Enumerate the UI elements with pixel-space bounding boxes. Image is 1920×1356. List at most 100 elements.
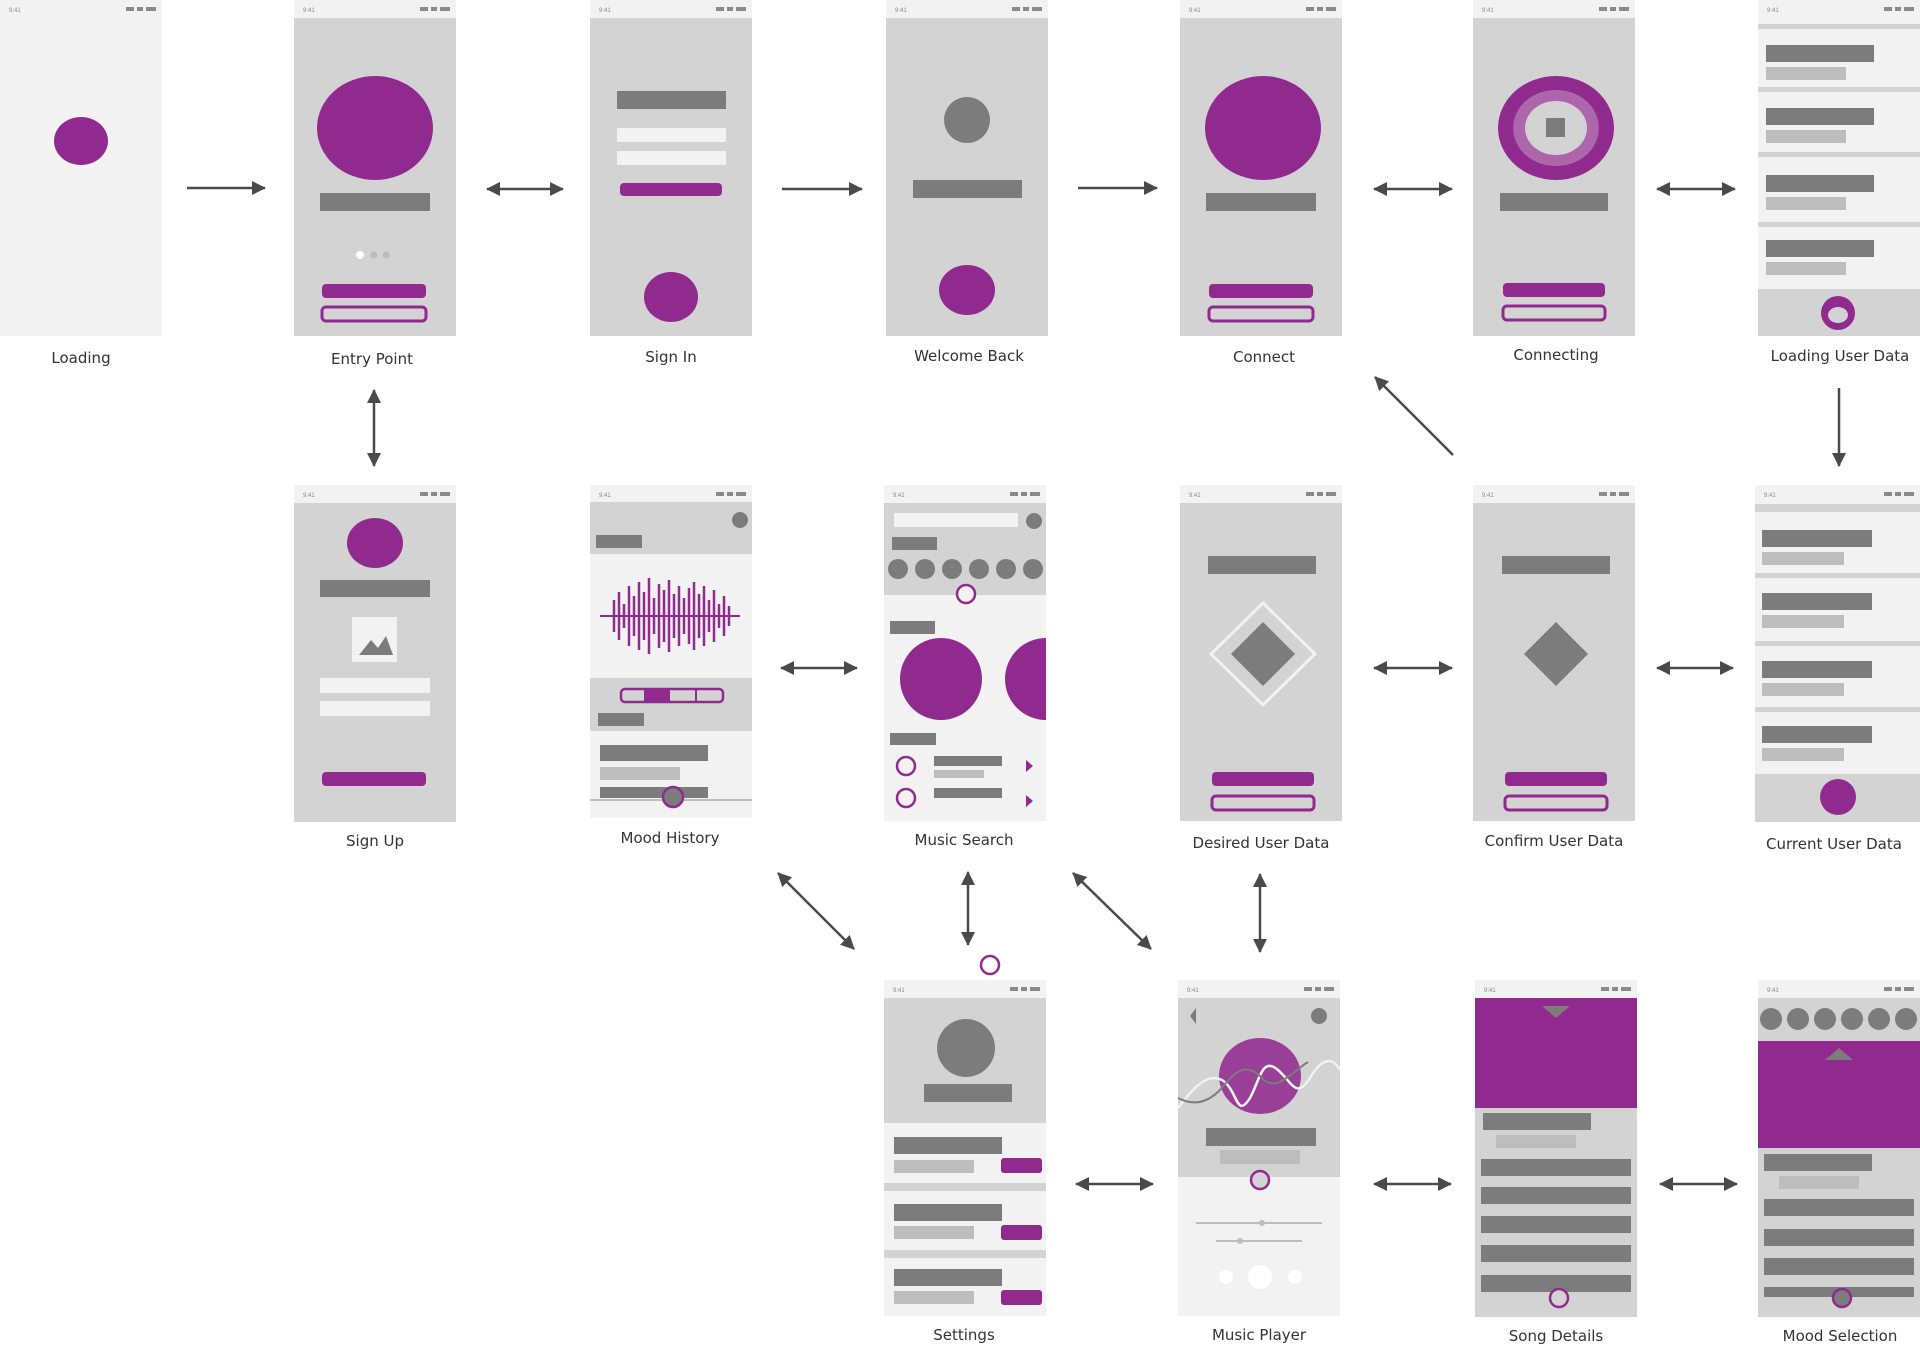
setting-toggle[interactable] — [1001, 1290, 1042, 1305]
secondary-button[interactable] — [1207, 305, 1315, 323]
primary-button[interactable] — [322, 284, 426, 298]
next-button[interactable] — [1288, 1270, 1302, 1284]
screen-music-player[interactable]: 9:41 — [1177, 980, 1342, 1316]
entry-title — [600, 745, 708, 761]
title-block — [1502, 556, 1610, 574]
search-input[interactable] — [894, 513, 1018, 527]
label-connect: Connect — [1233, 348, 1295, 366]
collapse-chevron-icon[interactable] — [1542, 1006, 1570, 1018]
chevron-right-icon[interactable] — [1026, 795, 1033, 807]
cancel-button[interactable] — [1210, 794, 1316, 812]
avatar — [944, 97, 990, 143]
cancel-button[interactable] — [1501, 304, 1607, 322]
status-time: 9:41 — [1484, 988, 1496, 994]
screen-connect[interactable]: 9:41 — [1180, 0, 1342, 336]
mood-chips[interactable] — [1760, 1008, 1917, 1030]
name-field[interactable] — [320, 678, 430, 693]
primary-button[interactable] — [1503, 283, 1605, 297]
connect-button[interactable] — [1209, 284, 1313, 298]
screen-welcome-back[interactable]: 9:41 — [886, 0, 1048, 336]
home-indicator-button[interactable] — [661, 785, 685, 809]
home-indicator-button[interactable] — [1548, 1287, 1570, 1309]
playhead-handle[interactable] — [1249, 1169, 1271, 1191]
image-placeholder-icon[interactable] — [352, 617, 397, 662]
mood-diamond[interactable] — [1231, 622, 1295, 686]
action-button[interactable] — [1820, 779, 1856, 815]
screen-mood-history[interactable]: 9:41 — [590, 485, 752, 818]
label-sign-up: Sign Up — [346, 832, 404, 850]
back-button[interactable] — [1503, 794, 1609, 812]
save-button[interactable] — [1212, 772, 1314, 786]
screen-music-search[interactable]: 9:41 — [884, 485, 1087, 821]
song-title — [1206, 1128, 1316, 1146]
hero-image — [317, 76, 433, 180]
setting-label — [894, 1204, 1002, 1221]
title-block — [617, 91, 726, 109]
time-range-toggle[interactable] — [619, 687, 725, 704]
expand-chevron-icon[interactable] — [1825, 1048, 1853, 1060]
title-block — [320, 193, 430, 211]
status-time: 9:41 — [9, 8, 21, 14]
screen-mood-selection[interactable]: 9:41 — [1758, 980, 1920, 1317]
screen-desired-user-data[interactable]: 9:41 — [1180, 485, 1342, 821]
username-field[interactable] — [617, 128, 726, 142]
status-time: 9:41 — [303, 8, 315, 14]
mood-row — [1764, 1258, 1914, 1275]
list-item — [1766, 175, 1874, 210]
arrow-mood-history-settings — [777, 872, 855, 950]
status-icons — [1306, 7, 1336, 11]
sign-in-button[interactable] — [620, 183, 722, 196]
screen-settings[interactable]: 9:41 — [884, 980, 1046, 1316]
stop-icon[interactable] — [1546, 118, 1565, 137]
previous-button[interactable] — [1219, 1270, 1233, 1284]
mood-filter-chips[interactable] — [888, 559, 1043, 579]
status-icons — [420, 492, 450, 496]
secondary-button[interactable] — [320, 305, 428, 323]
detail-row — [1481, 1245, 1631, 1262]
home-indicator-button[interactable] — [1831, 1287, 1853, 1309]
screen-connecting[interactable]: 9:41 — [1473, 0, 1635, 336]
mood-wave — [1177, 1059, 1342, 1109]
play-button[interactable] — [1248, 1265, 1272, 1289]
screen-confirm-user-data[interactable]: 9:41 — [1473, 485, 1635, 821]
list-item — [1762, 530, 1872, 565]
floating-indicator — [979, 954, 1001, 976]
track-play-button[interactable] — [895, 755, 917, 777]
profile-icon[interactable] — [1026, 513, 1042, 529]
confirm-button[interactable] — [1505, 772, 1607, 786]
setting-toggle[interactable] — [1001, 1158, 1042, 1173]
screen-entry-point[interactable]: 9:41 — [294, 0, 456, 336]
profile-icon[interactable] — [1311, 1008, 1327, 1024]
profile-icon[interactable] — [732, 512, 748, 528]
status-time: 9:41 — [893, 988, 905, 994]
email-field[interactable] — [320, 701, 430, 716]
label-connecting: Connecting — [1513, 346, 1598, 364]
sign-up-button[interactable] — [322, 772, 426, 786]
label-confirm-user-data: Confirm User Data — [1485, 832, 1624, 850]
label-mood-history: Mood History — [621, 829, 720, 847]
album-card[interactable] — [1005, 638, 1087, 720]
chip-selector[interactable] — [955, 583, 977, 605]
screen-loading-user-data[interactable]: 9:41 — [1758, 0, 1920, 336]
avatar[interactable] — [937, 1019, 995, 1077]
back-arrow-icon[interactable] — [1190, 1008, 1196, 1024]
screen-sign-in[interactable]: 9:41 — [590, 0, 752, 336]
screen-current-user-data[interactable]: 9:41 — [1755, 485, 1920, 822]
album-card[interactable] — [900, 638, 982, 720]
label-mood-selection: Mood Selection — [1783, 1327, 1898, 1345]
setting-toggle[interactable] — [1001, 1225, 1042, 1240]
arrow-confirm-to-connect — [1374, 376, 1454, 456]
list-item — [1762, 726, 1872, 761]
chevron-right-icon[interactable] — [1026, 760, 1033, 772]
status-icons — [1884, 492, 1914, 496]
status-icons — [1599, 7, 1629, 11]
screen-song-details[interactable]: 9:41 — [1475, 980, 1637, 1317]
screen-loading[interactable]: 9:41 — [0, 0, 162, 336]
password-field[interactable] — [617, 151, 726, 165]
label-loading-user-data: Loading User Data — [1771, 347, 1910, 365]
detail-row — [1481, 1216, 1631, 1233]
screen-sign-up[interactable]: 9:41 — [294, 485, 456, 822]
title-block — [913, 180, 1022, 198]
track-play-button[interactable] — [895, 787, 917, 809]
artist-name — [1220, 1150, 1300, 1164]
